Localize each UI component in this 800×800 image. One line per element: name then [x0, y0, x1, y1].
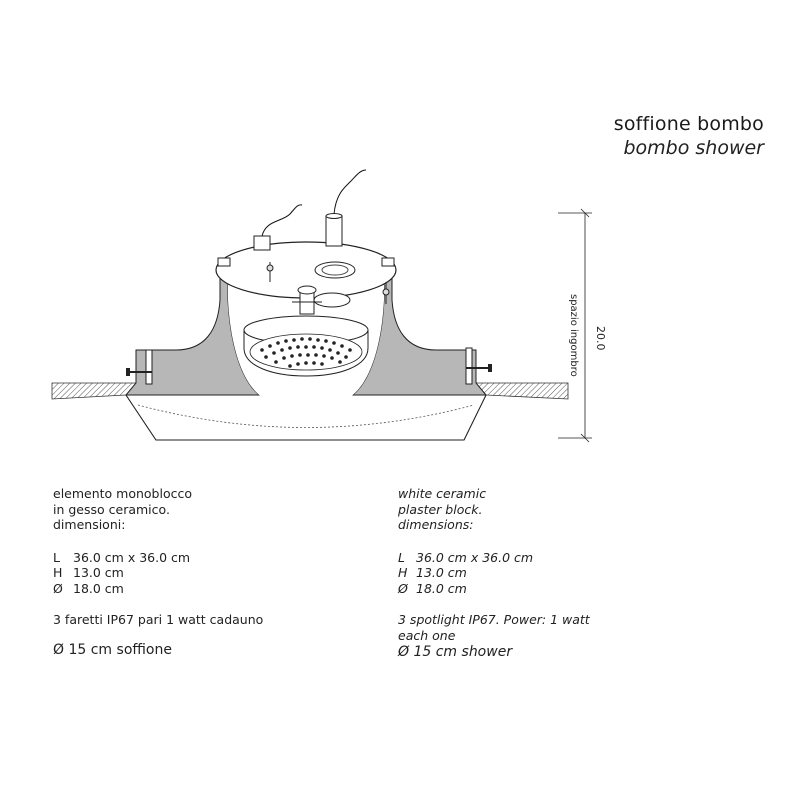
en-dim-length-key: L	[398, 549, 405, 565]
height-dimension	[558, 208, 592, 443]
clamp-right	[465, 347, 492, 385]
it-dim-height-value: 13.0 cm	[73, 565, 124, 580]
lower-shell-curve	[137, 404, 475, 428]
it-dim-length: L 36.0 cm x 36.0 cm	[53, 550, 353, 566]
it-dim-height: H 13.0 cm	[53, 565, 353, 581]
en-dim-length-value: 36.0 cm x 36.0 cm	[416, 549, 534, 565]
title-block: soffione bombo bombo shower	[614, 112, 764, 160]
english-specs: white ceramic plaster block. dimensions:…	[398, 486, 698, 661]
it-dim-length-key: L	[53, 549, 60, 565]
en-lights-line-2: each one	[398, 627, 456, 643]
it-dim-height-key: H	[53, 565, 63, 580]
it-dim-diameter: Ø 18.0 cm	[53, 581, 353, 597]
en-dim-length: L 36.0 cm x 36.0 cm	[398, 550, 698, 566]
en-desc-line-3: dimensions:	[398, 517, 474, 532]
italian-specs: elemento monoblocco in gesso ceramico. d…	[53, 486, 353, 659]
en-dim-height: H 13.0 cm	[398, 565, 698, 581]
ceiling-hatch-left	[51, 382, 137, 400]
en-lights-line-1: 3 spotlight IP67. Power: 1 watt	[398, 612, 590, 627]
it-desc-line-1: elemento monoblocco	[53, 486, 193, 501]
clamp-left	[126, 349, 153, 385]
plate-opening-2	[313, 292, 351, 308]
lower-shell	[125, 394, 487, 441]
screw-1	[266, 264, 274, 272]
en-shower-size: Ø 15 cm shower	[398, 644, 513, 660]
wire-left	[261, 204, 303, 237]
it-dim-diameter-key: Ø	[53, 580, 63, 596]
wire-right	[333, 169, 367, 215]
it-shower-size: Ø 15 cm soffione	[53, 641, 172, 658]
en-dim-diameter: Ø 18.0 cm	[398, 581, 698, 597]
en-dim-diameter-key: Ø	[398, 580, 408, 596]
it-desc-line-3: dimensioni:	[53, 517, 126, 532]
dimension-value: 20.0	[594, 326, 607, 351]
shower-nozzles	[260, 337, 352, 368]
en-dim-diameter-value: 18.0 cm	[416, 580, 467, 596]
en-dim-height-value: 13.0 cm	[416, 565, 467, 580]
en-dim-height-key: H	[398, 565, 408, 580]
en-desc-line-2: plaster block.	[398, 501, 483, 517]
screw-2	[382, 288, 390, 296]
it-dim-length-value: 36.0 cm x 36.0 cm	[73, 549, 191, 565]
title-english: bombo shower	[623, 137, 764, 159]
it-desc-line-2: in gesso ceramico.	[53, 501, 170, 517]
it-dim-diameter-value: 18.0 cm	[73, 580, 124, 596]
title-italian: soffione bombo	[613, 113, 764, 135]
en-desc-line-1: white ceramic	[398, 486, 487, 501]
fitting-right	[325, 215, 343, 247]
it-lights: 3 faretti IP67 pari 1 watt cadauno	[53, 612, 264, 627]
fitting-left	[253, 235, 271, 251]
ceiling-hatch-right	[475, 382, 569, 400]
dimension-label: spazio ingombro	[568, 294, 579, 377]
